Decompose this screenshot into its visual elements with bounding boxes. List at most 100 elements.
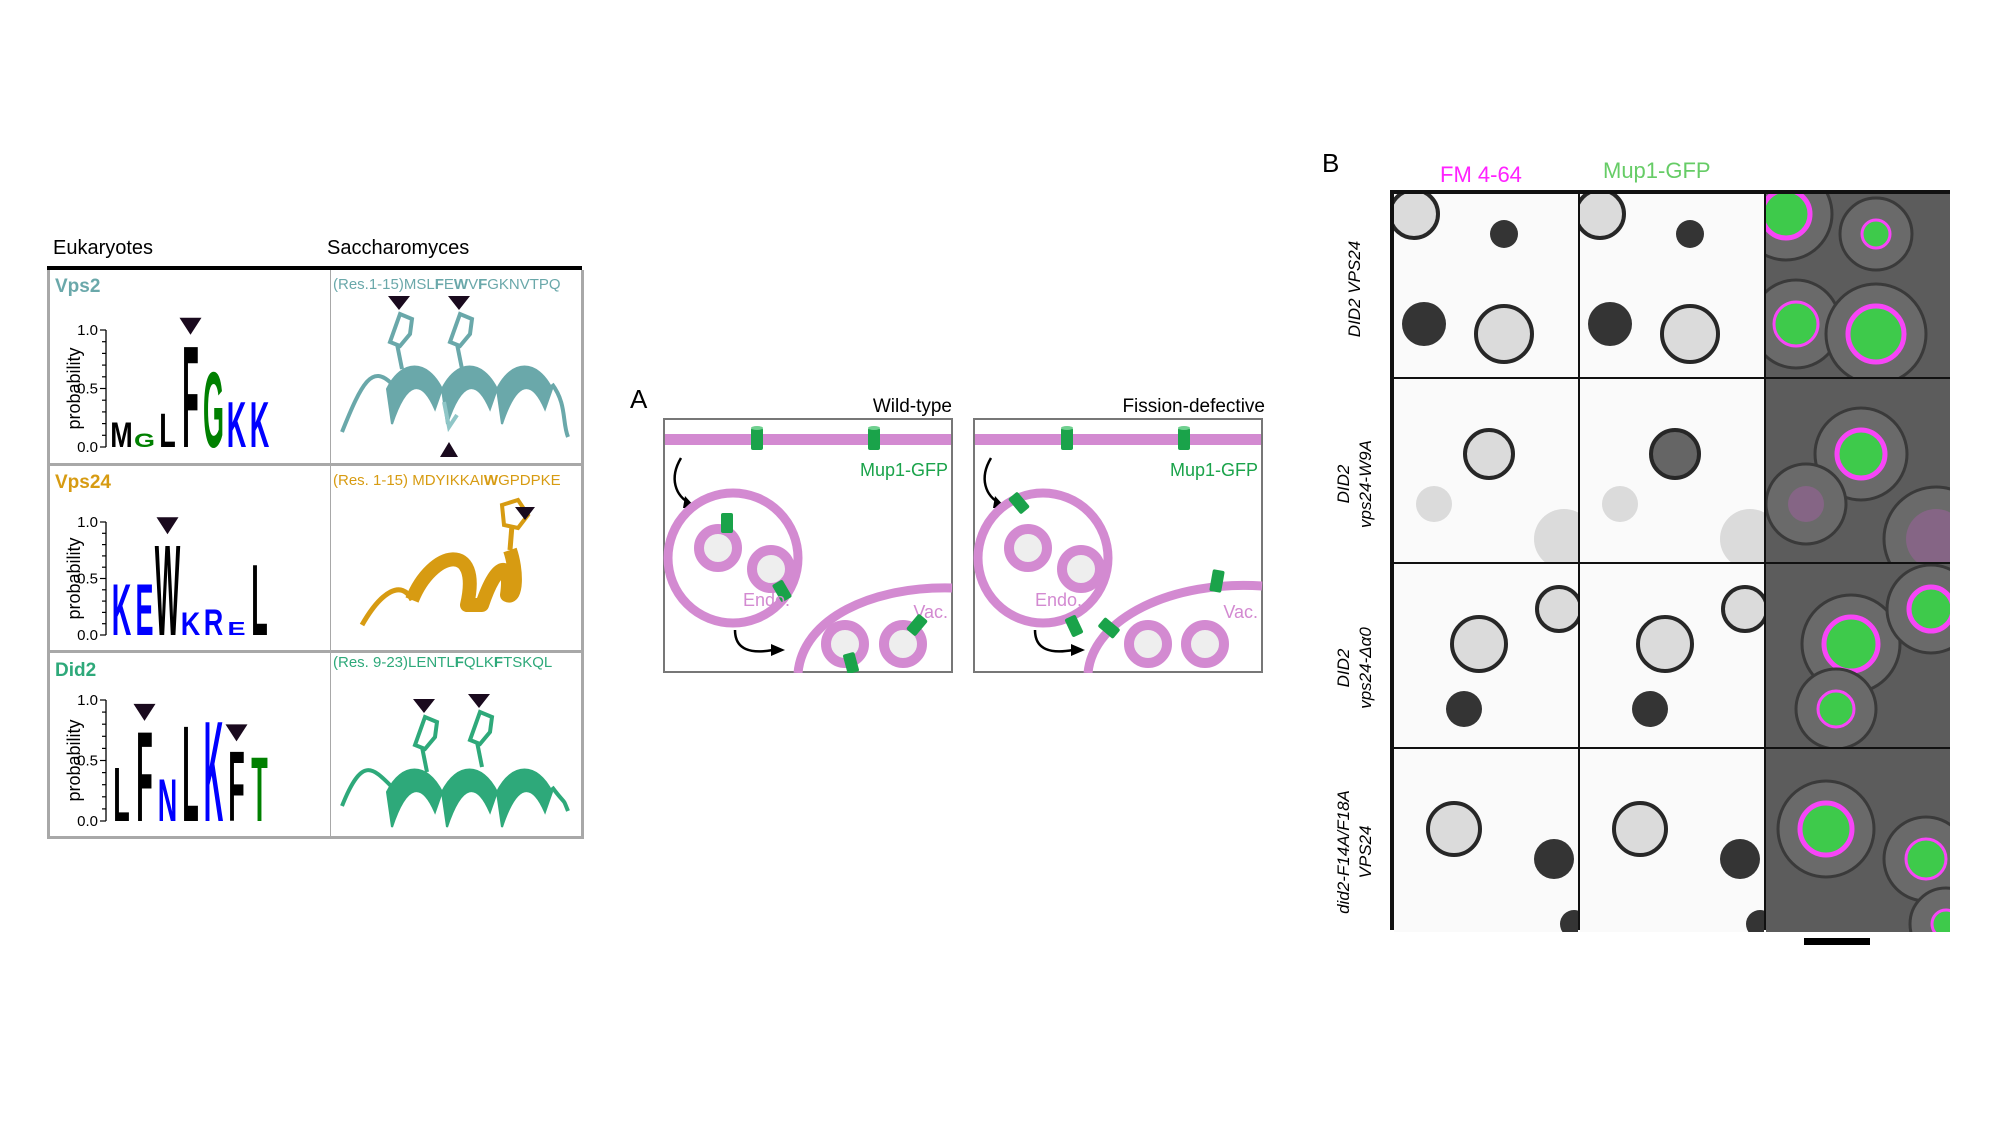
svg-text:E: E [227,618,245,639]
svg-text:K: K [227,390,247,462]
column-header-eukaryotes: Eukaryotes [53,237,154,259]
highlighted-residue: W [483,472,499,489]
cell-signal [1426,801,1482,857]
side-chain [387,311,415,349]
genotype-line: VPS24 [1356,825,1375,879]
y-axis-label: probability [64,347,84,429]
svg-text:L: L [182,698,198,836]
panel-label-a: A [630,384,648,414]
highlighted-residue: F [434,276,444,293]
logo-letter: F [136,705,152,836]
micrograph-merge [1766,749,1950,932]
logo-letter: G [134,430,155,451]
svg-text:K: K [250,390,270,462]
genotype-label: DID2 vps24-W9A [1333,399,1377,569]
sequence-range: (Res.1-15) [333,276,404,293]
row-divider [50,463,581,466]
svg-text:N: N [158,767,178,834]
svg-text:L: L [113,753,129,836]
micrograph-mup1-gfp [1580,749,1764,932]
mup1-gfp-cargo [721,513,733,533]
marker-triangle-icon [133,703,156,721]
cell-signal [1580,194,1626,240]
marker-triangle-icon [440,442,458,457]
sequence-range: (Res. 9-23) [333,654,409,671]
scale-bar [1804,938,1870,945]
y-axis-label: probability [64,537,84,619]
logo-letter: F [228,731,244,836]
cell-signal [1402,302,1446,346]
cell-signal [1788,486,1824,522]
micrograph-fm4-64 [1394,749,1578,932]
vacuole [1083,580,1263,673]
marker-triangle-icon [448,296,470,310]
logo-letter: M [110,414,132,455]
cell-signal [1906,509,1950,562]
header-rule [47,266,582,270]
highlighted-residue: F [493,654,504,671]
cell-signal [1560,910,1578,932]
cell-signal [1797,800,1855,858]
micrograph-merge [1766,564,1950,747]
micrograph-merge [1766,194,1950,377]
genotype-line: DID2 VPS24 [1345,240,1364,338]
logo-letter: E [135,569,153,650]
helix-structure-vps2 [340,296,570,457]
logo-letter: K [112,569,132,650]
sequence-segment: GKNVTPQ [487,276,561,293]
cell-signal [1904,837,1948,881]
logo-letter: L [251,543,267,650]
cell-signal [1721,585,1764,633]
svg-text:R: R [204,601,224,643]
sequence-did2: (Res. 9-23)LENTLFQLKFTSKQL [333,654,552,671]
micrograph-fm4-64 [1394,194,1578,377]
micrograph-grid [1390,190,1950,932]
cell-signal [1534,509,1578,562]
logo-letter: K [181,607,201,643]
marker-triangle-icon [156,517,179,535]
genotype-line: vps24-W9A [1356,440,1375,528]
channel-label-mup1-gfp: Mup1-GFP [1603,158,1711,183]
cell-signal [1632,691,1668,727]
logo-letter: L [159,405,175,458]
cell-signal [1906,584,1950,634]
cell-signal [1720,839,1760,879]
row-divider [50,650,581,653]
plasma-membrane [665,434,951,445]
marker-triangle-icon [468,694,490,708]
micrograph-merge [1766,379,1950,562]
cell-signal [1450,615,1508,673]
micrograph-fm4-64 [1394,379,1578,562]
genotype-label: DID2 VPS24 [1344,204,1366,374]
cell-signal [1860,218,1892,250]
sequence-segment: E [443,276,454,293]
genotype-label: did2-F14A/F18A VPS24 [1333,757,1377,947]
cell-signal [1636,615,1694,673]
genotype-label: DID2 vps24-Δα0 [1333,583,1377,753]
cell-signal [1660,304,1720,364]
arrow-icon [1033,629,1074,653]
vacuole [793,583,953,673]
sequence-segment: QLK [463,654,494,671]
micrograph-mup1-gfp [1580,379,1764,562]
sequence-segment: TSKQL [503,654,553,671]
y-tick-label: 0.5 [77,381,98,398]
sequence-segment: LENTL [408,654,455,671]
logo-letter: G [203,350,224,462]
micrograph-fm4-64 [1394,564,1578,747]
svg-text:W: W [155,517,181,650]
column-header-saccharomyces: Saccharomyces [327,237,470,259]
intralumenal-vesicle [1004,524,1052,572]
cell-signal [1416,486,1452,522]
cell-signal [1834,427,1888,481]
helix-ribbon [359,524,522,627]
highlighted-residue: F [454,654,464,671]
cell-signal [1720,509,1764,562]
mup1-gfp-cargo [751,426,763,450]
y-tick-label: 0.0 [77,813,98,830]
endosome-label: Endo. [743,590,790,610]
mup1-gfp-cargo [1178,426,1190,450]
mup1-gfp-cargo [868,426,880,450]
